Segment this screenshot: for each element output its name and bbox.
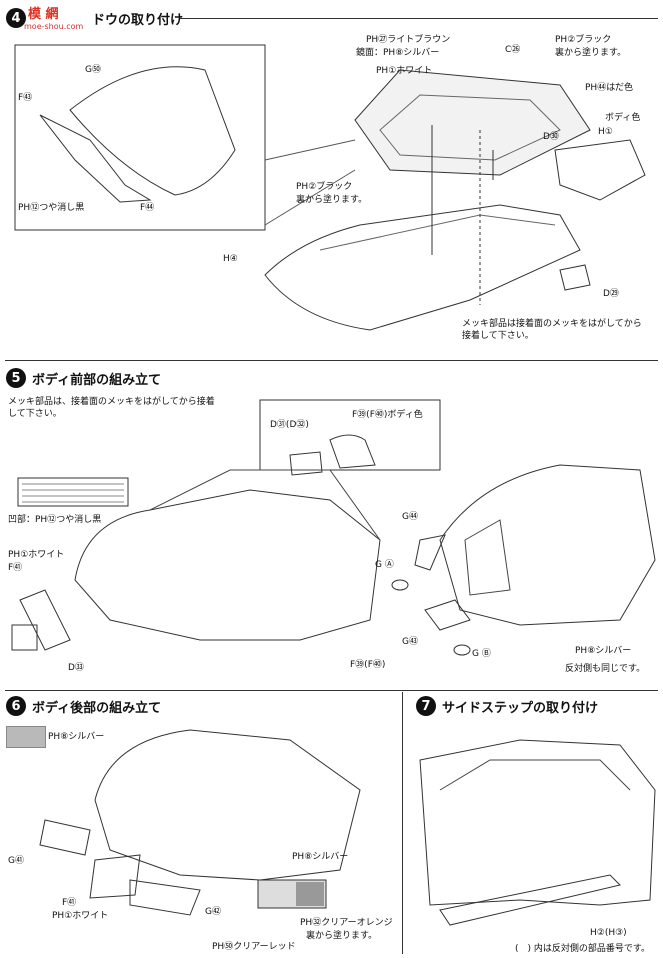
step5-number-icon: 5 xyxy=(6,368,26,388)
step7-footnote: ( ) 内は反対側の部品番号です。 xyxy=(515,944,650,954)
label-ph8-silver-a: PH⑧シルバー xyxy=(575,646,632,656)
step4-rule xyxy=(180,18,658,19)
side-step-part xyxy=(439,874,621,926)
label-ph32-clear-orange: PH㉜クリアーオレンジ xyxy=(300,918,393,928)
label-g-a: G Ⓐ xyxy=(375,560,394,570)
label-g51: G㊶ xyxy=(8,856,24,866)
note-line: メッキ部品は接着面のメッキをはがしてから xyxy=(462,319,642,329)
step6-number-icon: 6 xyxy=(6,696,26,716)
label-f41-a: F㊶ xyxy=(8,563,23,573)
label-f44: F㊹ xyxy=(140,203,155,213)
step4-title: ドウの取り付け xyxy=(92,12,184,28)
label-d29: D㉙ xyxy=(603,289,619,299)
label-ph27-light-brown: PH㉗ライトブラウン xyxy=(366,35,451,45)
label-c26: C㉖ xyxy=(505,45,521,55)
note-line: して下さい。 xyxy=(8,409,62,419)
label-ph2-black-b: PH②ブラック xyxy=(296,182,353,192)
label-g-b: G Ⓑ xyxy=(472,649,491,659)
mirror-inset-box xyxy=(259,399,441,471)
label-ph44-skin: PH㊹はだ色 xyxy=(585,83,634,93)
label-h4: H④ xyxy=(223,254,238,264)
label-ph12-matte-black: PH⑫つや消し黒 xyxy=(18,203,85,213)
step4-plating-note: メッキ部品は接着面のメッキをはがしてから 接着して下さい。 xyxy=(462,318,642,342)
step-divider xyxy=(402,692,403,954)
label-f41-b: F㊶ xyxy=(62,898,77,908)
label-h2-h3: H②(H③) xyxy=(590,928,627,938)
label-ph90-clear-red: PH㊿クリアーレッド xyxy=(212,942,296,952)
label-d33: D㉝ xyxy=(68,663,84,673)
label-g52: G㊷ xyxy=(205,907,221,917)
step5-title: ボディ前部の組み立て xyxy=(32,372,162,388)
label-ph2-black-a: PH②ブラック xyxy=(555,35,612,45)
label-f39-f40-body: F㊴(F㊵)ボディ色 xyxy=(352,410,423,420)
step6-title: ボディ後部の組み立て xyxy=(32,700,162,716)
label-d30: D㉚ xyxy=(543,132,559,142)
step4-number-icon: 4 xyxy=(6,8,26,28)
label-g54: G㊹ xyxy=(402,512,418,522)
step7-number-icon: 7 xyxy=(416,696,436,716)
front-car-body xyxy=(74,489,381,641)
label-ph1-white-a: PH①ホワイト xyxy=(376,66,433,76)
front-car-detail xyxy=(439,464,656,626)
site-url: moe-shou.com xyxy=(24,22,84,31)
lower-body xyxy=(264,204,581,331)
label-concave-matte: 凹部：PH⑫つや消し黒 xyxy=(8,515,102,525)
label-f43: F㊸ xyxy=(18,93,33,103)
label-h1: H① xyxy=(598,127,613,137)
label-paint-back-a: 裏から塗ります。 xyxy=(555,48,627,58)
site-logo: 模 網 xyxy=(28,7,59,22)
label-g50: G㊿ xyxy=(85,65,101,75)
label-f39-f40: F㊴(F㊵) xyxy=(350,660,386,670)
windshield-inset-box xyxy=(14,44,266,231)
step4-heading: 4 ドウの取り付け xyxy=(6,8,183,28)
step5-plating-note: メッキ部品は、接着面のメッキをはがしてから接着 して下さい。 xyxy=(8,396,215,420)
step6-top-rule xyxy=(5,690,658,691)
rear-car-body xyxy=(94,729,361,881)
label-ph8-silver-legend: PH⑧シルバー xyxy=(48,732,105,742)
silver-swatch xyxy=(6,726,46,748)
step6-heading: 6 ボディ後部の組み立て xyxy=(6,696,161,716)
label-ph1-white-c: PH①ホワイト xyxy=(52,911,109,921)
note-line: 接着して下さい。 xyxy=(462,331,534,341)
step5-heading: 5 ボディ前部の組み立て xyxy=(6,368,161,388)
label-ph1-white-b: PH①ホワイト xyxy=(8,550,65,560)
label-paint-back-b: 裏から塗ります。 xyxy=(296,195,368,205)
label-ph8-silver-b: PH⑧シルバー xyxy=(292,852,349,862)
label-g53: G㊸ xyxy=(402,637,418,647)
step7-heading: 7 サイドステップの取り付け xyxy=(416,696,598,716)
windshield-shape xyxy=(69,66,236,196)
step5-top-rule xyxy=(5,360,658,361)
label-mirror-silver: 鏡面：PH⑧シルバー xyxy=(356,48,440,58)
label-body-color: ボディ色 xyxy=(605,113,641,123)
grille-part xyxy=(17,477,129,507)
step7-title: サイドステップの取り付け xyxy=(442,700,599,716)
note-line: メッキ部品は、接着面のメッキをはがしてから接着 xyxy=(8,397,215,407)
side-car-body xyxy=(419,739,656,906)
interior-tub xyxy=(354,69,591,176)
label-opposite-same: 反対側も同じです。 xyxy=(565,664,646,674)
label-paint-back-c: 裏から塗ります。 xyxy=(306,931,378,941)
label-d31-d32: D㉛(D㉜) xyxy=(270,420,309,430)
rear-bumper xyxy=(554,139,646,201)
